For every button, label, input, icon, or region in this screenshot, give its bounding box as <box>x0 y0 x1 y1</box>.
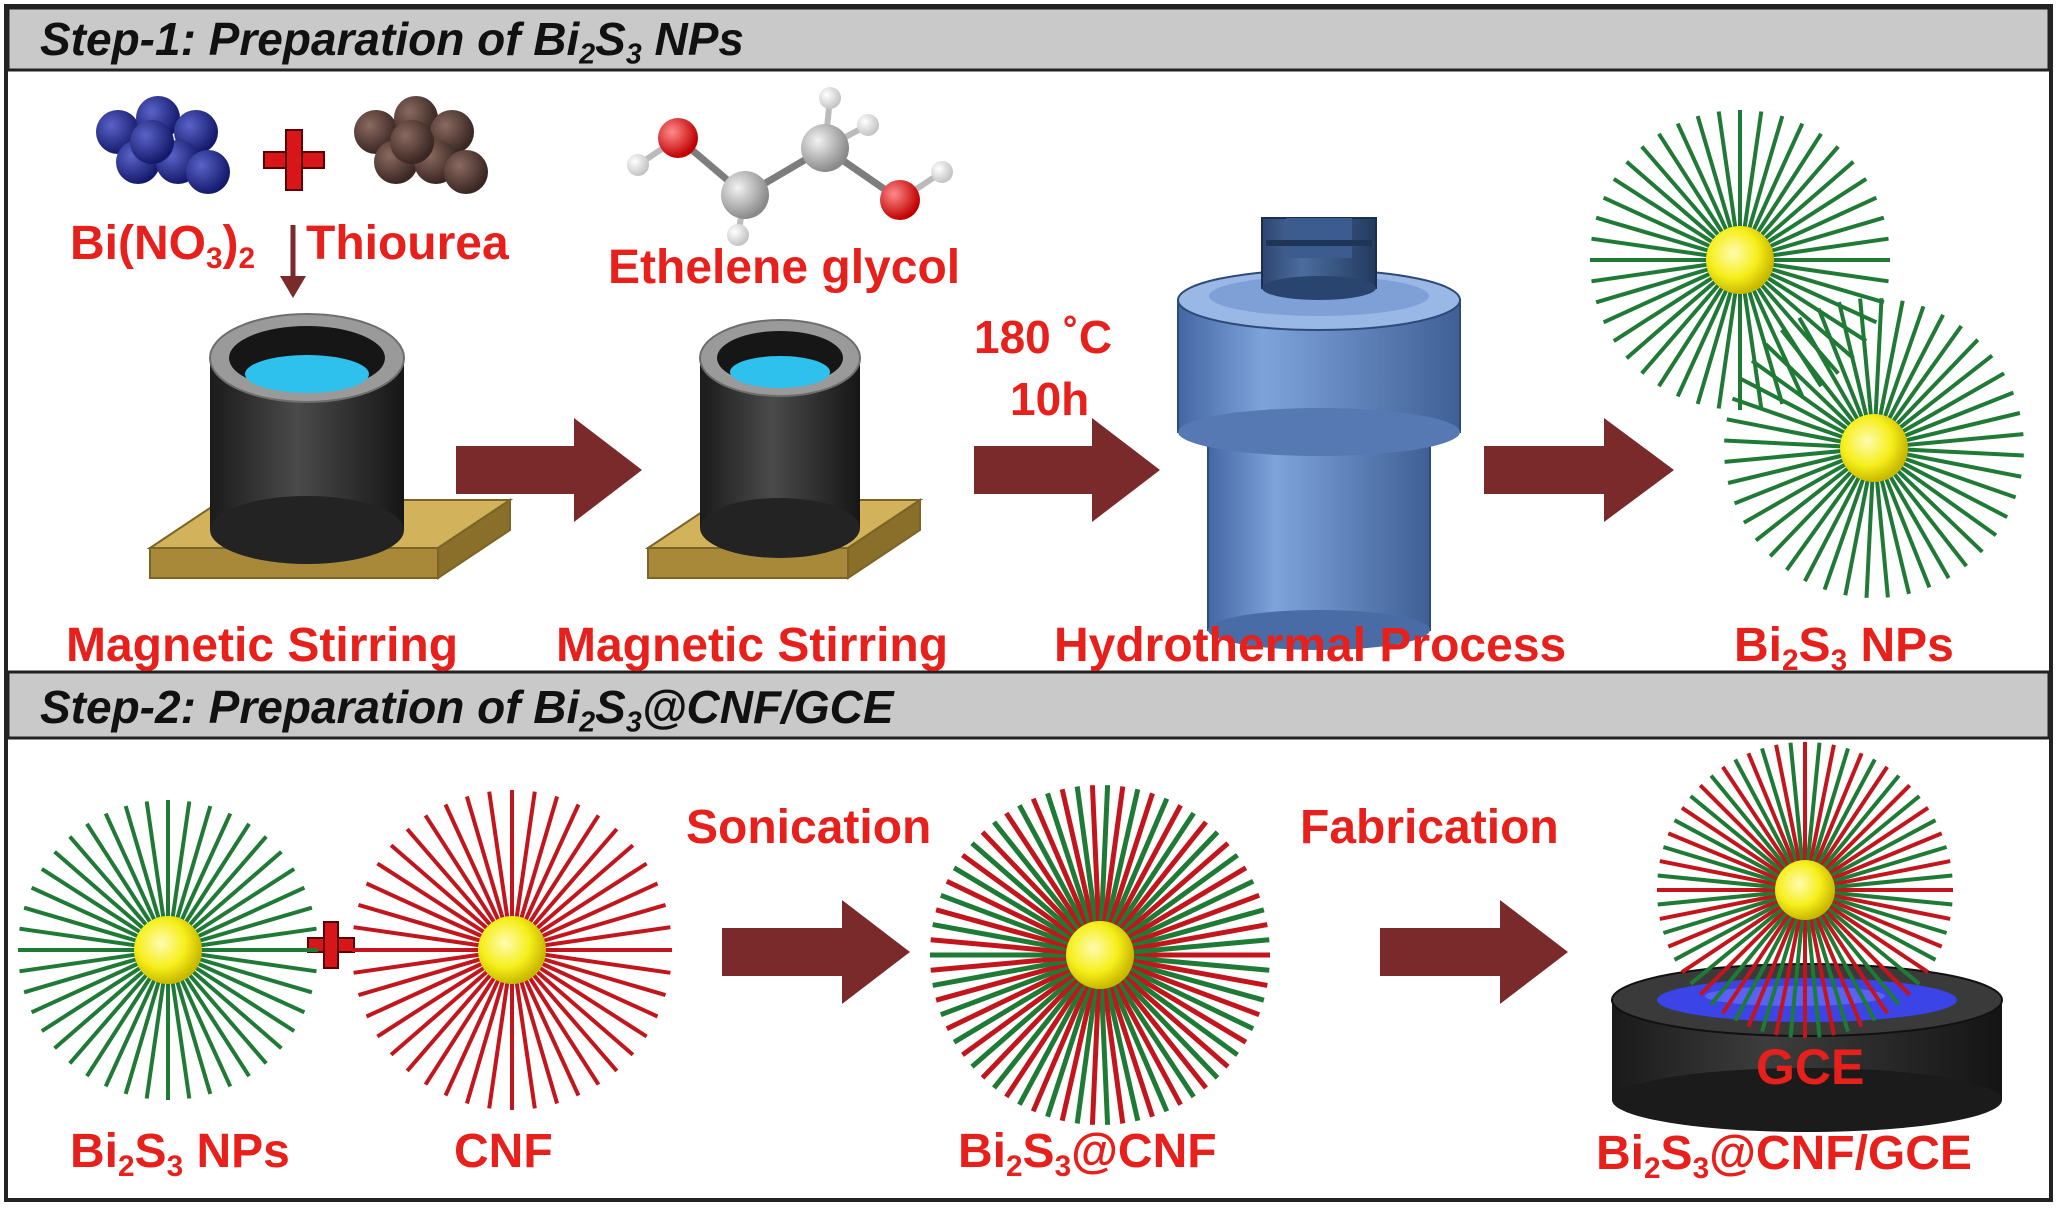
bi2s3-nanoparticle-step2 <box>18 800 318 1100</box>
plus-icon <box>263 129 325 191</box>
arrow-icon-5 <box>1380 900 1568 1004</box>
reagent-down-arrow <box>280 225 306 298</box>
magnetic-stirrer-2 <box>644 319 924 580</box>
nanoparticle-core <box>1066 921 1134 989</box>
arrow-icon-3 <box>1484 418 1674 522</box>
nanoparticle-core <box>478 916 546 984</box>
bi2s3-cnf-label: Bi2S3@CNF <box>958 1125 1217 1183</box>
magnetic-stirring-label-2: Magnetic Stirring <box>556 619 949 672</box>
hydrothermal-autoclave <box>1177 217 1461 650</box>
arrow-icon-4 <box>722 900 910 1004</box>
magnetic-stirring-label-1: Magnetic Stirring <box>66 619 459 672</box>
hydrothermal-process-label: Hydrothermal Process <box>1054 619 1567 672</box>
step2-header-bar <box>6 670 2051 740</box>
bi2s3-nps-label-1: Bi2S3 NPs <box>1734 619 1954 677</box>
ethylene-glycol-label: Ethelene glycol <box>608 241 961 294</box>
step1-header-bar <box>6 6 2051 72</box>
step1-title: Step-1: Preparation of Bi2S3 NPs <box>40 13 744 71</box>
bi2s3-nanoparticle-2 <box>1724 298 2024 598</box>
fabrication-label: Fabrication <box>1300 801 1559 854</box>
bismuth-nitrate-label: Bi(NO3)2 <box>70 217 256 275</box>
nanoparticle-core <box>134 916 202 984</box>
duration-label: 10h <box>1010 373 1090 425</box>
arrow-icon-2 <box>974 418 1160 522</box>
nanoparticle-core <box>1706 226 1774 294</box>
thiourea-molecule-cluster <box>354 96 488 194</box>
bi2s3-cnf-gce-label: Bi2S3@CNF/GCE <box>1596 1127 1972 1185</box>
temperature-label: 180 ˚C <box>974 311 1113 363</box>
sonication-label: Sonication <box>686 801 932 854</box>
ethylene-glycol-molecule <box>627 87 953 246</box>
cnf-label: CNF <box>454 1125 553 1178</box>
bi2s3-cnf-composite <box>930 785 1270 1125</box>
nanoparticle-core <box>1840 414 1908 482</box>
bi2s3-nanoparticle-1 <box>1590 110 1890 410</box>
outer-frame <box>4 4 2053 1202</box>
step2-title: Step-2: Preparation of Bi2S3@CNF/GCE <box>40 681 894 739</box>
bismuth-nitrate-molecule-cluster <box>96 96 230 194</box>
cnf-nanoparticle <box>352 790 672 1110</box>
nanoparticle-core <box>1775 860 1835 920</box>
arrow-icon-1 <box>456 418 642 522</box>
bi2s3-cnf-on-gce <box>1657 742 1953 1038</box>
bi2s3-nps-label-2: Bi2S3 NPs <box>70 1125 290 1183</box>
magnetic-stirrer-1 <box>146 313 514 580</box>
thiourea-label: Thiourea <box>306 217 509 270</box>
small-plus-icon <box>307 921 355 969</box>
gce-label: GCE <box>1756 1039 1865 1095</box>
